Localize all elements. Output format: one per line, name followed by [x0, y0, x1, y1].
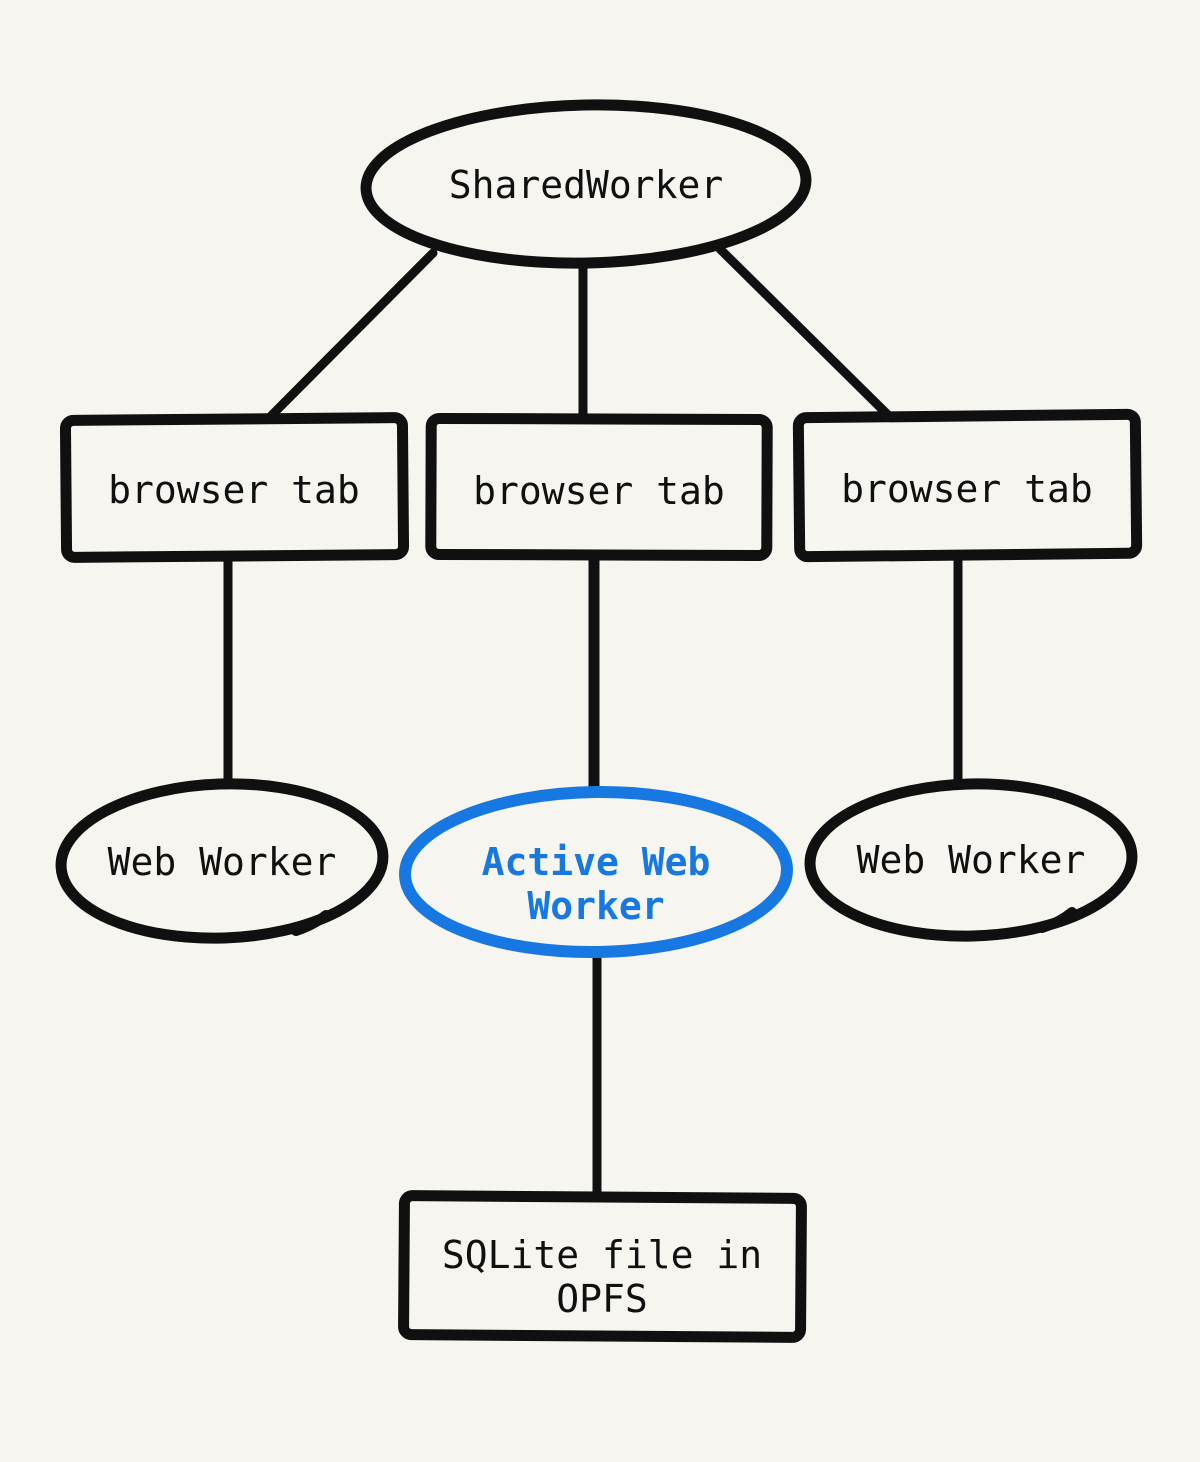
shared-worker-label: SharedWorker: [449, 163, 724, 207]
browser-tab-right-box: [792, 408, 1143, 563]
web-worker-right-node: Web Worker: [804, 778, 1138, 942]
edge-sharedworker-to-tab-right: [715, 244, 895, 422]
active-web-worker-node: Active Web Worker: [399, 785, 793, 959]
active-web-worker-label-line1: Active Web: [482, 840, 711, 884]
shared-worker-ellipse: [360, 99, 812, 269]
browser-tab-center-label: browser tab: [473, 469, 725, 513]
active-web-worker-label-line2: Worker: [527, 884, 664, 928]
web-worker-right-label: Web Worker: [857, 838, 1086, 882]
browser-tab-left-label: browser tab: [108, 468, 360, 512]
web-worker-right-pen-tail: [1037, 907, 1077, 933]
active-web-worker-ellipse: [399, 785, 793, 959]
sqlite-opfs-label-line2: OPFS: [556, 1277, 648, 1321]
edge-sharedworker-to-tab-left: [265, 248, 438, 422]
browser-tab-right-node: browser tab: [792, 408, 1143, 563]
web-worker-left-ellipse: [55, 778, 389, 944]
shared-worker-node: SharedWorker: [360, 99, 812, 269]
sqlite-opfs-label-line1: SQLite file in: [442, 1233, 762, 1277]
browser-tab-center-box: [425, 412, 773, 562]
web-worker-left-node: Web Worker: [55, 778, 389, 944]
sqlite-opfs-box: [398, 1190, 807, 1343]
sqlite-opfs-node: SQLite file in OPFS: [398, 1190, 807, 1343]
web-worker-left-label: Web Worker: [108, 840, 337, 884]
browser-tab-left-box: [59, 412, 410, 563]
browser-tab-right-label: browser tab: [841, 467, 1093, 511]
web-worker-right-ellipse: [804, 778, 1138, 942]
web-worker-left-pen-tail: [291, 910, 331, 936]
browser-tab-center-node: browser tab: [425, 412, 773, 562]
browser-tab-left-node: browser tab: [59, 412, 410, 563]
